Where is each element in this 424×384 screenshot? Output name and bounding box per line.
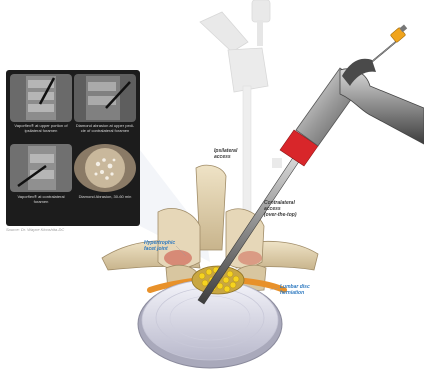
xray-thumbnail <box>10 144 72 192</box>
fluoroscopy-panel: Vaporflex® at upper portion of ipsilater… <box>6 70 140 226</box>
label-hypertrophic-facet: Hypertrophic facet joint <box>144 240 175 252</box>
label-ipsilateral-access: Ipsilateral access <box>214 148 237 160</box>
label-contralateral-access: Contralateral access (over-the-top) <box>264 200 297 218</box>
label-line: access <box>214 154 237 160</box>
thumbnail-caption: Vaporflex® at contralateral foramen <box>10 194 72 204</box>
xray-thumbnail <box>74 74 136 122</box>
xray-thumbnail <box>10 74 72 122</box>
thumbnail-caption: Diamond abrasion at upper pedi- cle of c… <box>74 123 136 133</box>
label-line: (over-the-top) <box>264 212 297 218</box>
label-line: herniation <box>280 290 310 296</box>
label-line: facet joint <box>144 246 175 252</box>
label-lumbar-disc-herniation: Lumbar disc herniation <box>280 284 310 296</box>
image-credit: Source: Dr. Wayne Kinoshita-DC <box>6 227 64 232</box>
endoscopic-thumbnail <box>74 144 136 192</box>
thumbnail-caption: Diamond Abrasion, 30-60 min <box>74 194 136 199</box>
thumbnail-caption: Vaporflex® at upper portion of ipsilater… <box>10 123 72 133</box>
